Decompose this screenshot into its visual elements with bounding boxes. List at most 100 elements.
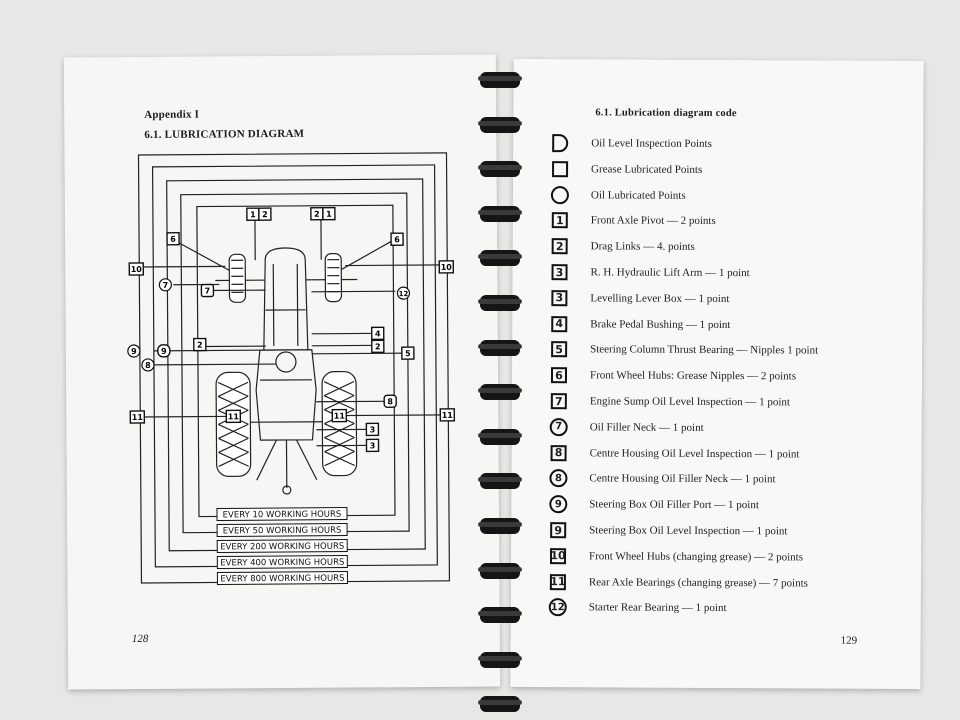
hours-10-box: EVERY 10 WORKING HOURS (216, 507, 348, 521)
svg-text:11: 11 (442, 411, 454, 420)
svg-text:10: 10 (441, 263, 453, 272)
legend-item-text: Oil Lubricated Points (590, 188, 686, 202)
legend-item-text: Levelling Lever Box — 1 point (590, 292, 730, 305)
svg-text:2: 2 (314, 210, 320, 219)
label-sq-6-left: 6 (166, 232, 180, 246)
binding-ring (474, 336, 526, 358)
label-sq-10-left: 10 (128, 262, 145, 276)
svg-text:7: 7 (163, 281, 169, 290)
grease-point-square-icon: 6 (548, 364, 570, 386)
grease-point-square-icon: 9 (547, 519, 569, 541)
legend-item-text: Brake Pedal Bushing — 1 point (590, 317, 731, 331)
legend-item: Oil Lubricated Points (549, 183, 686, 208)
binding-ring (474, 157, 526, 179)
label-sq-11-wheel-right: 11 (331, 408, 348, 423)
legend-item-text: Oil Filler Neck — 1 point (589, 421, 704, 434)
svg-text:3: 3 (370, 425, 376, 434)
legend-item: 9 Steering Box Oil Level Inspection — 1 p… (547, 518, 787, 543)
label-sq-6-right: 6 (390, 232, 404, 246)
hours-200-box: EVERY 200 WORKING HOURS (216, 539, 348, 553)
svg-text:10: 10 (131, 265, 143, 274)
label-sq-8: 8 (383, 394, 397, 408)
legend-item-text: Centre Housing Oil Level Inspection — 1 … (589, 446, 800, 461)
svg-text:4: 4 (375, 329, 381, 338)
binding-ring (474, 246, 526, 268)
svg-text:6: 6 (394, 235, 400, 244)
label-sq-9: 9 (157, 344, 171, 358)
svg-text:11: 11 (334, 412, 346, 421)
label-sq-11-wheel-left: 11 (225, 409, 242, 424)
grease-point-square-icon: 1 (549, 210, 571, 232)
legend-item-text: R. H. Hydraulic Lift Arm — 1 point (590, 266, 750, 280)
grease-point-square-icon: 11 (549, 573, 566, 590)
legend-title: 6.1. Lubrication diagram code (595, 107, 737, 120)
label-sq-5: 5 (401, 346, 415, 360)
hours-800-box: EVERY 800 WORKING HOURS (216, 571, 348, 585)
legend-item-text: Steering Column Thrust Bearing — Nipples… (590, 343, 819, 357)
oil-point-circle-icon: 7 (548, 416, 570, 438)
svg-text:8: 8 (387, 397, 393, 406)
legend-item-text: Grease Lubricated Points (591, 163, 703, 176)
grease-point-square-icon: 4 (548, 313, 570, 335)
label-sq-11-left: 11 (129, 410, 146, 424)
svg-text:EVERY 800 WORKING HOURS: EVERY 800 WORKING HOURS (220, 574, 344, 585)
legend-item-text: Drag Links — 4. points (590, 240, 695, 254)
page-number-right: 129 (840, 634, 858, 647)
legend-item: 4 Brake Pedal Bushing — 1 point (548, 312, 731, 337)
legend-item: 11 Rear Axle Bearings (changing grease) —… (547, 570, 808, 595)
svg-text:EVERY 50 WORKING HOURS: EVERY 50 WORKING HOURS (223, 526, 342, 537)
svg-text:2: 2 (197, 341, 203, 350)
svg-text:11: 11 (132, 413, 144, 422)
svg-text:1: 1 (326, 210, 332, 219)
legend-item-text: Engine Sump Oil Level Inspection — 1 poi… (589, 395, 791, 409)
label-sq-11-right: 11 (439, 408, 456, 422)
svg-text:2: 2 (262, 210, 268, 219)
right-page: 6.1. Lubrication diagram code Oil Level … (510, 58, 924, 690)
page-number-left: 128 (131, 632, 149, 646)
label-ci-9-left: 9 (127, 344, 141, 358)
legend-item: 5 Steering Column Thrust Bearing — Nipple… (548, 338, 818, 363)
legend-item-text: Steering Box Oil Level Inspection — 1 po… (589, 524, 788, 538)
label-ci-8: 8 (141, 358, 155, 372)
svg-text:EVERY 400 WORKING HOURS: EVERY 400 WORKING HOURS (220, 558, 344, 569)
label-sq-2-left: 2 (258, 207, 272, 221)
hours-50-box: EVERY 50 WORKING HOURS (216, 523, 348, 537)
legend-item: 1 Front Axle Pivot — 2 points (549, 209, 716, 234)
label-sq-3-upper: 3 (365, 422, 380, 437)
label-sq-2-mid: 2 (193, 337, 207, 352)
hours-400-box: EVERY 400 WORKING HOURS (216, 555, 348, 569)
binding-ring (474, 425, 526, 447)
legend-item-text: Oil Level Inspection Points (591, 137, 712, 150)
svg-text:EVERY 200 WORKING HOURS: EVERY 200 WORKING HOURS (220, 542, 344, 553)
binding-ring (474, 514, 526, 536)
label-ci-7: 7 (158, 278, 172, 292)
binding-ring (474, 648, 526, 670)
label-sq-7: 7 (200, 283, 215, 298)
svg-text:2: 2 (375, 342, 381, 351)
legend-item-text: Rear Axle Bearings (changing grease) — 7… (588, 575, 808, 590)
binding-ring (474, 113, 526, 135)
legend-item-text: Starter Rear Bearing — 1 point (588, 601, 727, 615)
oil-point-circle-icon: 8 (547, 468, 569, 490)
binding-ring (474, 603, 526, 625)
binding-ring (474, 202, 526, 224)
legend-item: 7 Oil Filler Neck — 1 point (548, 415, 704, 440)
label-ci-12: 12 (396, 286, 411, 300)
svg-text:3: 3 (370, 441, 376, 450)
binding-ring (474, 68, 526, 90)
label-sq-2-right: 2 (310, 207, 324, 221)
binding-ring (474, 559, 526, 581)
label-sq-4: 4 (370, 326, 385, 341)
legend-item-text: Front Axle Pivot — 2 points (590, 214, 716, 228)
label-sq-1-right: 1 (322, 206, 336, 221)
oil-level-symbol-icon (549, 132, 571, 154)
grease-point-square-icon: 5 (548, 339, 570, 361)
spiral-binding (474, 60, 532, 713)
